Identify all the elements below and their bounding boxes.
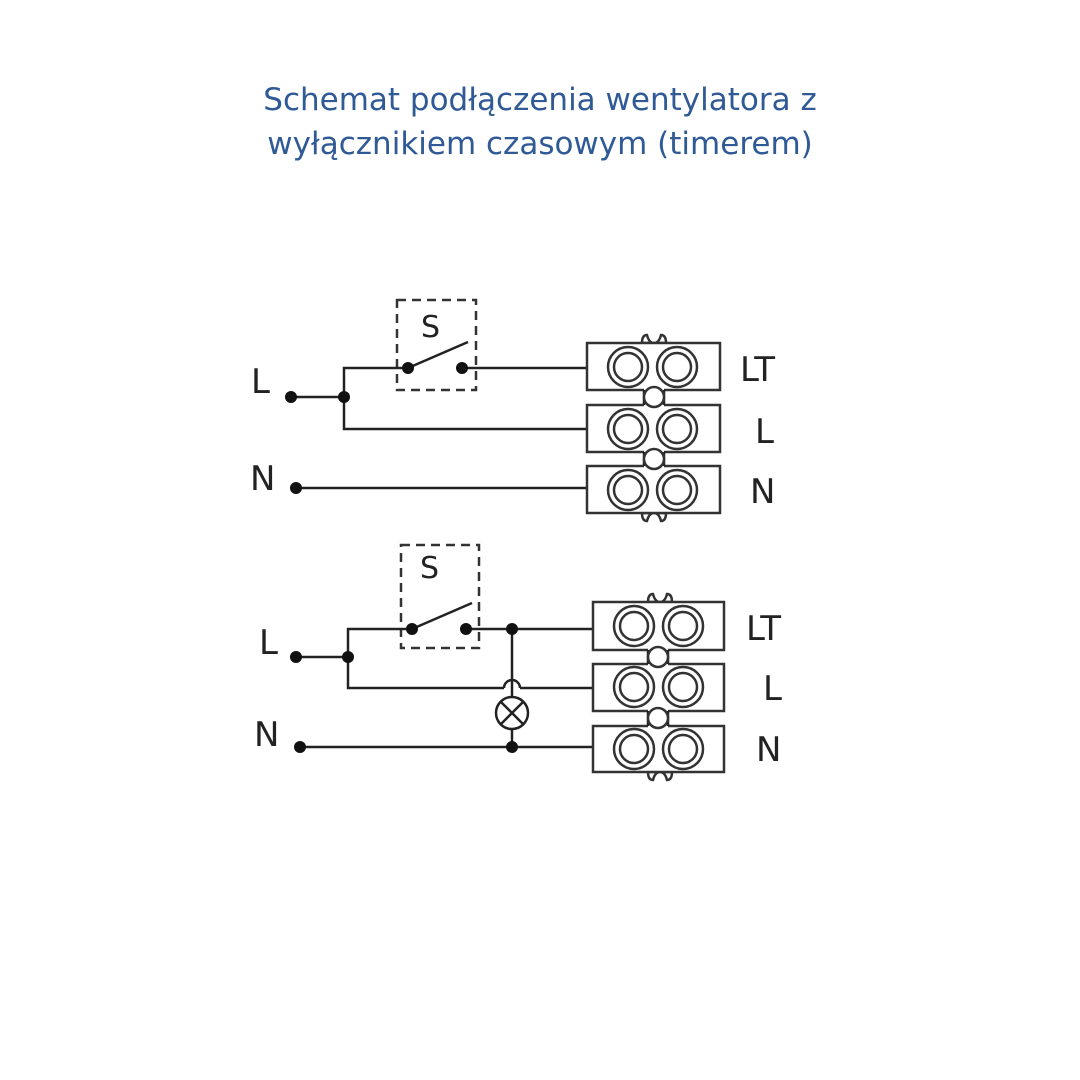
junction-dots xyxy=(285,362,468,494)
wires xyxy=(296,601,593,749)
switch-label: S xyxy=(420,551,439,586)
title-line-2: wyłącznikiem czasowym (timerem) xyxy=(267,126,813,162)
diagram-timer-with-lamp: L N S xyxy=(254,543,782,782)
lamp-icon xyxy=(494,695,530,731)
input-label-live: L xyxy=(251,362,270,402)
switch-lever xyxy=(407,340,469,370)
terminal-label-n: N xyxy=(750,472,775,512)
switch-box xyxy=(399,543,481,650)
terminal-block xyxy=(585,333,722,523)
terminal-label-n: N xyxy=(756,730,781,770)
diagram-timer-basic: L N S xyxy=(250,298,775,523)
input-label-neutral: N xyxy=(254,715,279,755)
terminal-label-lt: LT xyxy=(740,350,775,390)
terminal-block xyxy=(591,592,726,782)
input-label-neutral: N xyxy=(250,459,275,499)
switch-label: S xyxy=(421,310,440,345)
switch-lever xyxy=(411,601,473,631)
terminal-label-l: L xyxy=(763,669,782,709)
wires xyxy=(291,340,587,490)
title-line-1: Schemat podłączenia wentylatora z xyxy=(263,82,817,118)
terminal-label-l: L xyxy=(755,412,774,452)
switch-box xyxy=(395,298,478,392)
input-label-live: L xyxy=(259,623,278,663)
junction-dots xyxy=(290,623,518,753)
terminal-label-lt: LT xyxy=(746,609,781,649)
diagram-title: Schemat podłączenia wentylatora z wyłącz… xyxy=(0,78,1080,166)
